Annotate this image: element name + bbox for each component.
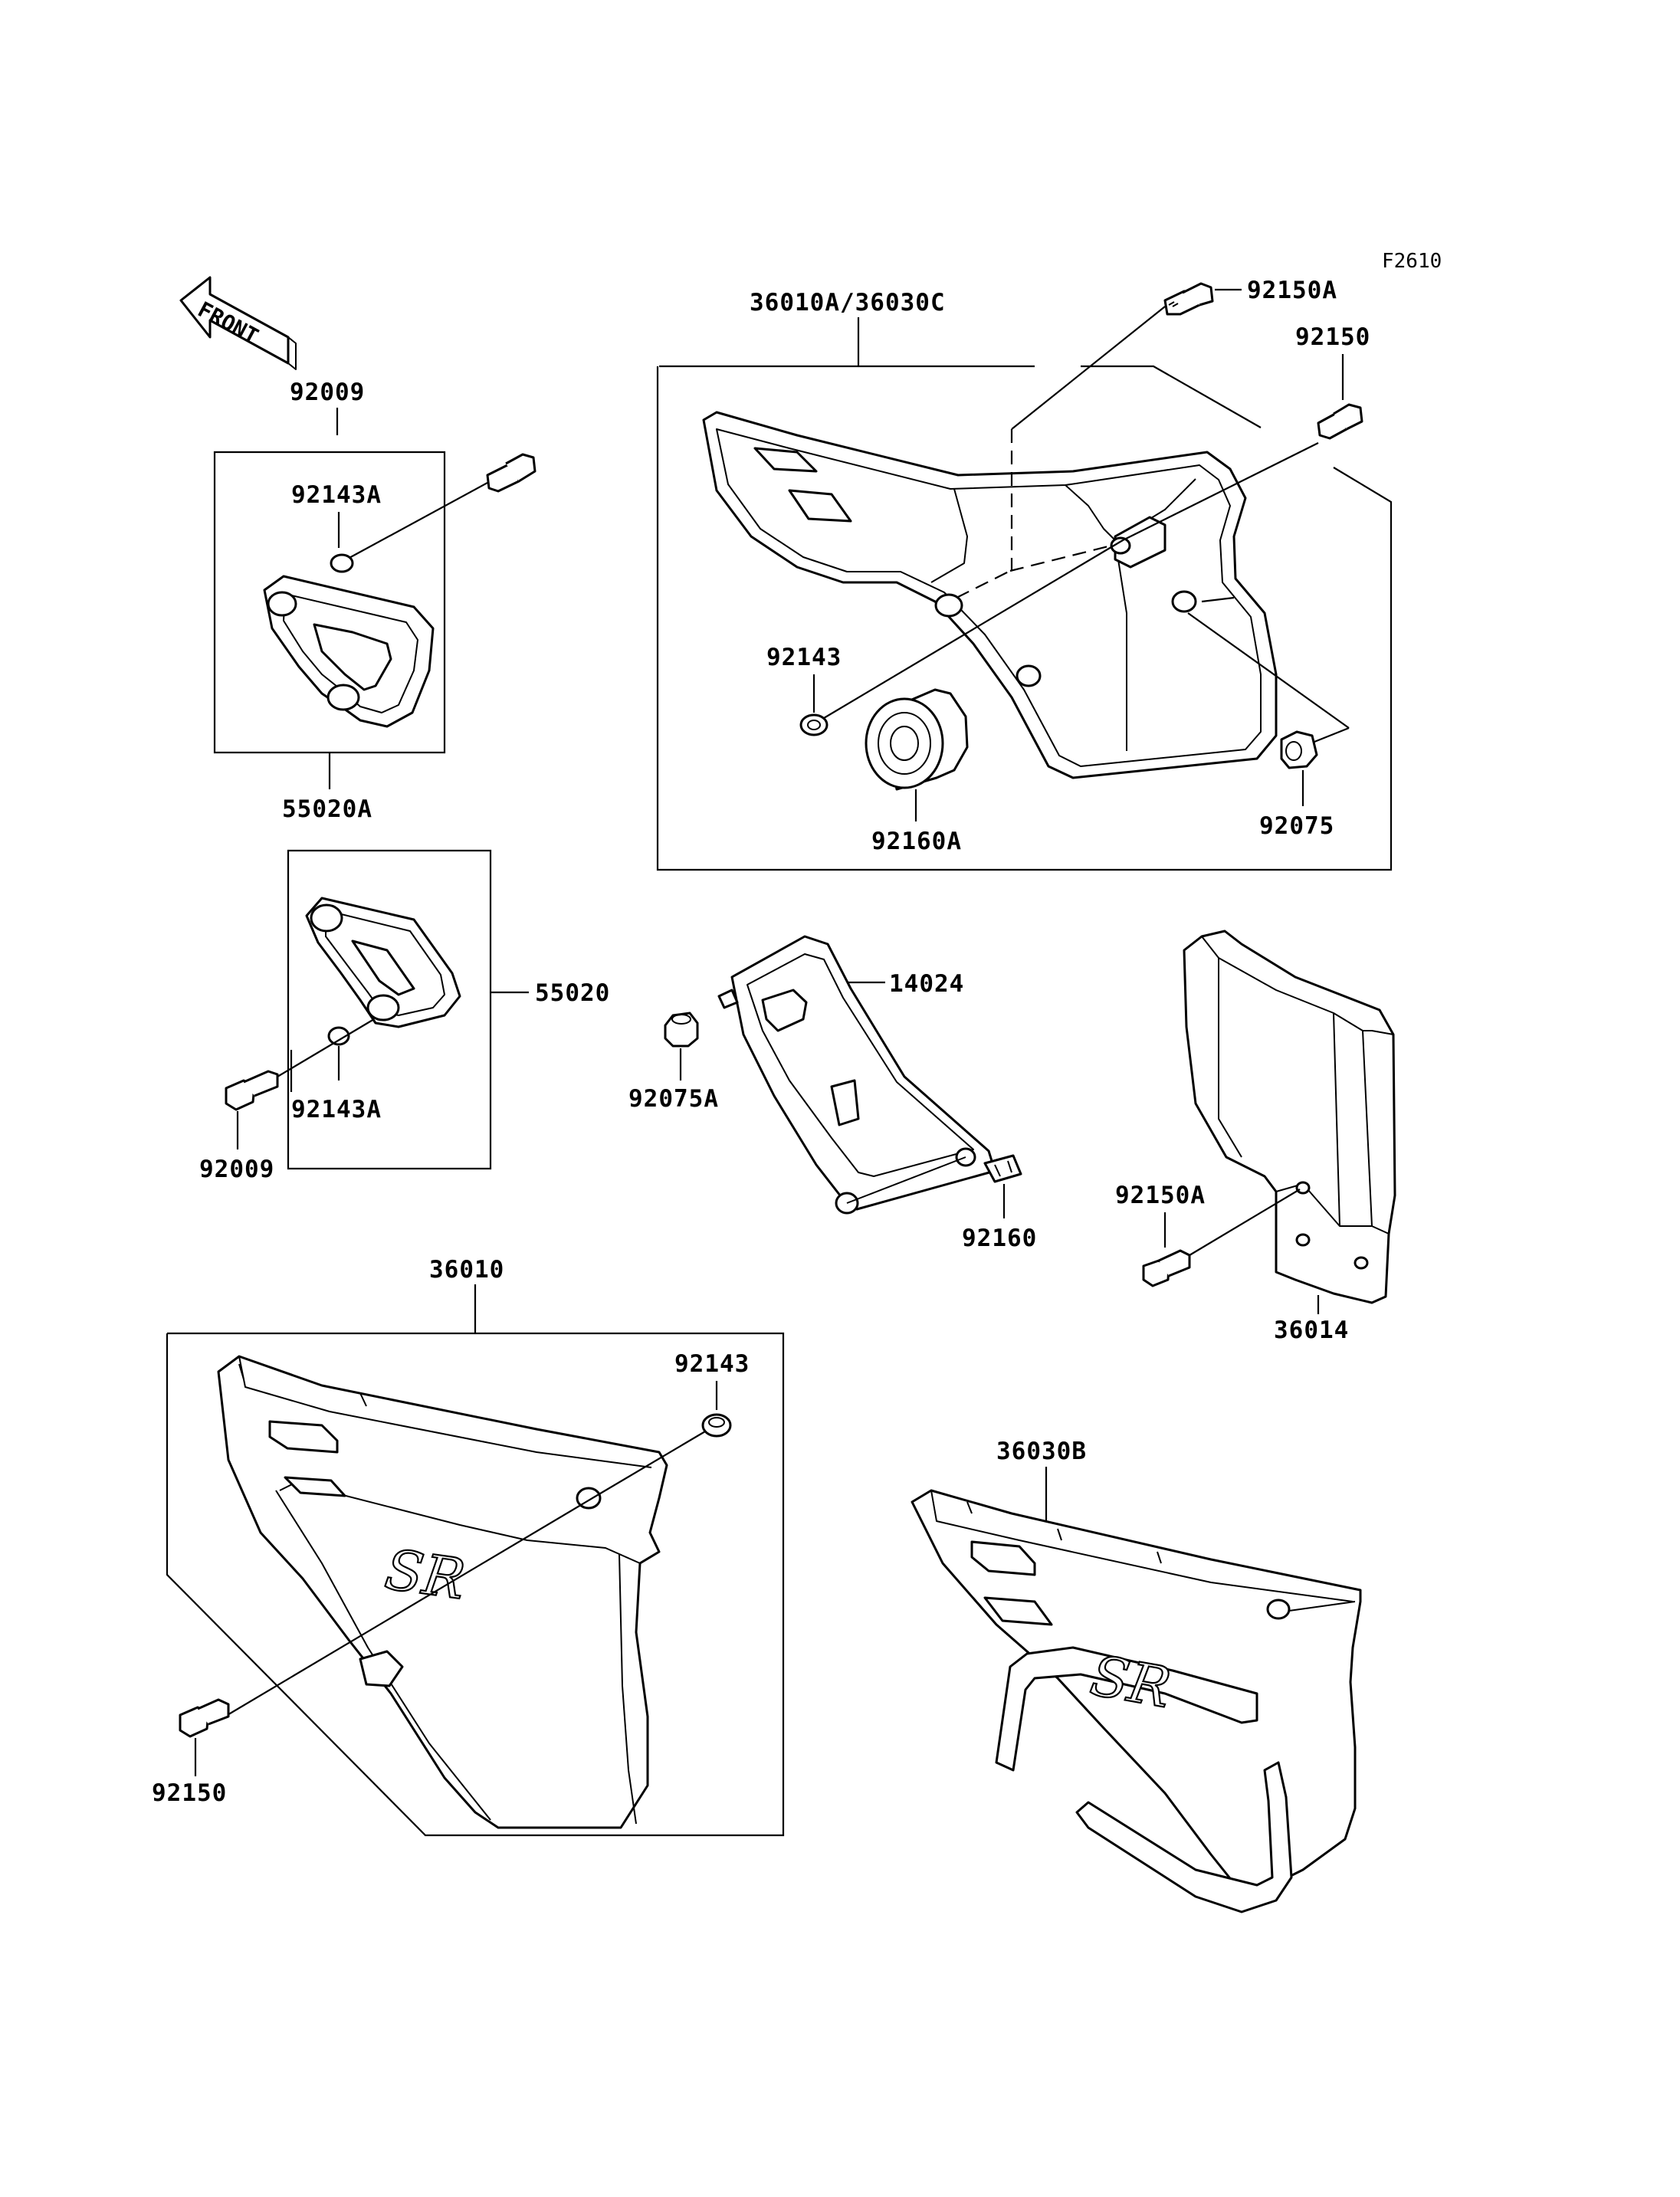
label-55020A: 55020A <box>282 795 372 823</box>
label-36010: 36010 <box>429 1256 504 1284</box>
assembly-55020: 55020 92143A 92009 <box>199 849 610 1183</box>
label-36010A-36030C: 36010A/36030C <box>750 289 946 316</box>
label-92150A-top: 92150A <box>1247 277 1337 304</box>
label-36014: 36014 <box>1274 1317 1349 1344</box>
washer-92143-top <box>799 713 829 736</box>
washer-92143A-top <box>330 553 354 573</box>
label-36030B: 36030B <box>996 1438 1087 1465</box>
assembly-36010A-36030C: 36010A/36030C <box>656 277 1393 871</box>
label-92143-top: 92143 <box>766 644 842 671</box>
label-92150A-right: 92150A <box>1115 1182 1206 1209</box>
bolt-92009-bottom <box>225 1070 279 1111</box>
bolt-92150A-top <box>1163 282 1214 316</box>
bolt-92150-bottom <box>179 1698 230 1738</box>
label-92160: 92160 <box>962 1225 1037 1252</box>
label-92143-bottom: 92143 <box>674 1350 750 1378</box>
label-92009-bottom: 92009 <box>199 1156 274 1183</box>
label-92150-bottom: 92150 <box>152 1779 227 1807</box>
label-92075: 92075 <box>1259 812 1334 840</box>
label-92160A: 92160A <box>871 828 962 855</box>
bracket-14024: 14024 <box>717 935 996 1215</box>
logo-sr-left: SR <box>382 1537 469 1612</box>
label-92143A-bottom: 92143A <box>291 1096 382 1123</box>
damper-92160A <box>865 688 969 791</box>
cover-36030B: 36030B SR <box>911 1438 1362 1913</box>
label-92150-top: 92150 <box>1295 323 1370 351</box>
bolt-92009-top <box>486 453 536 493</box>
label-92143A-top: 92143A <box>291 481 382 509</box>
washer-92143A-bottom <box>327 1026 350 1046</box>
bolt-92150A-right <box>1142 1249 1191 1287</box>
label-55020: 55020 <box>535 979 610 1007</box>
assembly-36010: 36010 SR 92143 <box>166 1256 785 1837</box>
label-92009-top: 92009 <box>290 379 365 406</box>
logo-sr-right: SR <box>1086 1643 1176 1720</box>
bolt-92150-top <box>1317 403 1363 440</box>
front-arrow-icon: FRONT <box>179 276 297 370</box>
nut-92075 <box>1280 730 1318 769</box>
nut-92075A <box>664 1012 699 1048</box>
guard-36014: 36014 <box>1183 930 1396 1344</box>
label-14024: 14024 <box>889 970 964 998</box>
assembly-55020A: 55020A 92009 92143A <box>213 379 536 823</box>
label-92075A: 92075A <box>628 1085 719 1113</box>
clip-92160 <box>983 1154 1022 1183</box>
figure-code: F2610 <box>1382 250 1442 273</box>
